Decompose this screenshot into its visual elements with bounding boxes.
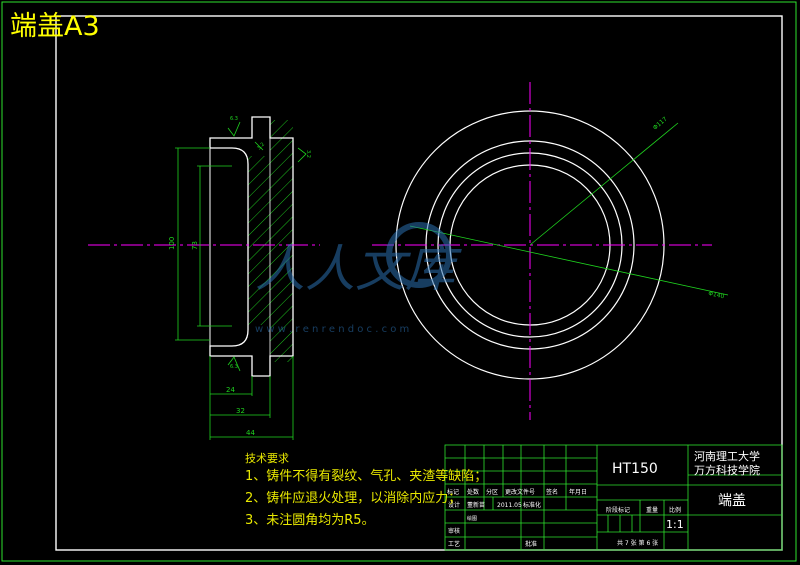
watermark-logo-icon xyxy=(386,222,452,288)
dim-width-32: 32 xyxy=(236,407,245,415)
drawing-frame xyxy=(55,15,783,551)
label-standardize: 标准化 xyxy=(523,501,541,509)
dim-diameter-100: 100 xyxy=(168,237,176,250)
watermark-url: w w w . r e n r e n d o c . c o m xyxy=(255,324,409,335)
roughness-bottom: 6.3 xyxy=(230,364,238,370)
title-block-text: HT150 河南理工大学 万方科技学院 端盖 1:1 共 7 张 第 6 张 阶… xyxy=(447,449,760,548)
dim-diameter-73: 73 xyxy=(191,241,199,250)
label-weight: 重量 xyxy=(646,506,658,514)
label-drawing: 绘图 xyxy=(467,515,477,522)
dim-width-24: 24 xyxy=(226,386,235,394)
watermark: 人人文库 w w w . r e n r e n d o c . c o m xyxy=(255,222,462,335)
leader-phi140 xyxy=(409,225,729,296)
label-stage: 阶段标记 xyxy=(606,506,630,514)
dim-width-44: 44 xyxy=(246,429,255,437)
dim-phi140: Φ140 xyxy=(708,290,725,300)
technical-note-2: 2、铸件应退火处理，以消除内应力； xyxy=(245,491,462,506)
sheet-title: 端盖A3 xyxy=(10,11,100,42)
designer-name: 董新苗 xyxy=(467,501,485,509)
part-name: 端盖 xyxy=(718,493,746,509)
school-line1: 河南理工大学 xyxy=(694,449,760,463)
technical-notes-heading: 技术要求 xyxy=(245,452,289,465)
label-date: 年月日 xyxy=(569,488,587,496)
technical-note-3: 3、未注圆角均为R5。 xyxy=(245,513,375,528)
dim-phi117: Φ117 xyxy=(652,116,669,132)
watermark-brand: 人人文库 xyxy=(255,240,462,298)
title-block xyxy=(444,444,783,551)
label-change-doc: 更改文件号 xyxy=(505,488,535,496)
label-check: 审核 xyxy=(448,527,460,535)
technical-notes: 技术要求 1、铸件不得有裂纹、气孔、夹渣等缺陷； 2、铸件应退火处理，以消除内应… xyxy=(245,452,487,532)
label-signature: 签名 xyxy=(546,488,558,496)
label-process: 工艺 xyxy=(448,540,460,548)
label-scale: 比例 xyxy=(669,506,681,514)
roughness-top: 6.3 xyxy=(230,116,238,122)
scale-value: 1:1 xyxy=(666,518,684,531)
label-design: 设计 xyxy=(448,501,460,509)
label-mark: 标记 xyxy=(447,488,459,496)
roughness-face: 3.2 xyxy=(256,142,266,152)
label-approve: 批准 xyxy=(525,540,537,548)
material-label: HT150 xyxy=(612,461,658,477)
label-zone: 分区 xyxy=(486,488,498,496)
section-view: 100 73 24 32 44 6.3 6.3 3.2 3.2 xyxy=(88,116,320,440)
sheet-count: 共 7 张 第 6 张 xyxy=(617,539,658,547)
school-line2: 万方科技学院 xyxy=(694,463,760,477)
label-count: 处数 xyxy=(467,488,479,496)
design-date: 2011.05 xyxy=(497,502,522,509)
roughness-right: 3.2 xyxy=(305,150,311,158)
section-hatch xyxy=(248,120,293,362)
leader-phi117 xyxy=(529,122,679,246)
technical-note-1: 1、铸件不得有裂纹、气孔、夹渣等缺陷； xyxy=(245,469,488,484)
